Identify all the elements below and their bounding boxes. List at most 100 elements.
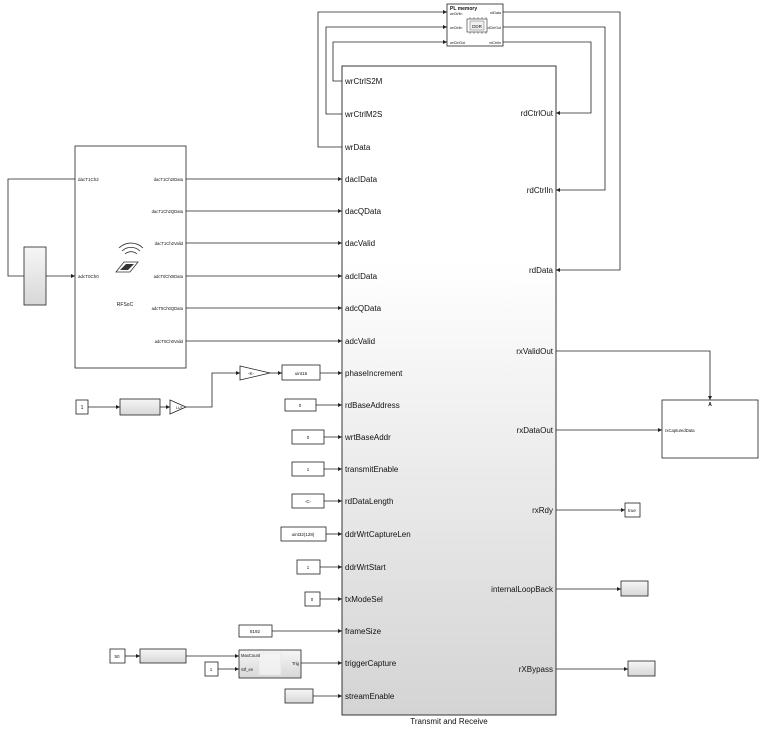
rfsoc-label: RFSoC — [117, 302, 134, 308]
phase-source-constant[interactable]: 1 — [75, 399, 89, 415]
capture-subsystem-block[interactable]: A rxCapturedData — [661, 399, 759, 459]
rfsoc-out-4: adcT0Ch0IData — [154, 274, 184, 279]
main-output-ports: rdCtrlOut rdCtrlIn rdData rxValidOut rxDataO… — [491, 109, 554, 674]
loopback-block[interactable] — [23, 246, 47, 306]
wire-pl-rdctrlout[interactable] — [503, 26, 606, 192]
wire-rxvalid[interactable] — [556, 350, 712, 400]
phase-accumulator-block[interactable] — [119, 398, 161, 416]
gain-block[interactable]: -K- — [239, 365, 271, 381]
wire-wrctrls2m[interactable] — [332, 40, 447, 82]
const-frame-size[interactable]: 8192 — [238, 624, 273, 638]
main-in-port-dacIData: dacIData — [345, 175, 378, 184]
svg-text:0: 0 — [307, 435, 310, 440]
main-in-port-phaseIncrement: phaseIncrement — [345, 369, 403, 378]
rfsoc-in-dac: dacT1Ch2 — [78, 177, 99, 182]
main-out-port-rdCtrlIn: rdCtrlIn — [527, 186, 553, 195]
rfsoc-in-adc: adcT0Ch0 — [78, 274, 99, 279]
rfsoc-out-1: dacT1Ch2IData — [154, 177, 184, 182]
svg-text:-C-: -C- — [305, 499, 312, 504]
main-in-port-frameSize: frameSize — [345, 627, 382, 636]
svg-text:LUT: LUT — [176, 406, 184, 410]
const-rd-data-length[interactable]: -C- — [291, 493, 325, 509]
main-in-port-triggerCapture: triggerCapture — [345, 659, 397, 668]
transmit-receive-block[interactable]: wrCtrlS2M wrCtrlM2S wrData dacIData dacQData… — [341, 65, 557, 726]
const-transmit-enable[interactable]: 1 — [291, 461, 325, 477]
wire-loop-dac[interactable] — [7, 178, 75, 277]
svg-text:A: A — [708, 402, 712, 408]
counter-cast-block[interactable] — [139, 648, 187, 664]
lut-block[interactable]: LUT — [169, 399, 187, 415]
rfsoc-out-2: dacT1Ch2QData — [152, 209, 184, 214]
main-out-port-rXBypass: rXBypass — [519, 665, 553, 674]
main-in-port-txModeSel: txModeSel — [345, 595, 383, 604]
const-ddr-wrt-capture-len[interactable]: uint32(128) — [280, 526, 327, 542]
data-type-convert-block[interactable]: uint16 — [281, 364, 321, 381]
wire-wrdata[interactable] — [317, 10, 447, 148]
const-rd-base-address[interactable]: 0 — [284, 398, 317, 412]
counter-source-constant[interactable]: 50 — [109, 648, 126, 664]
pl-memory-in2: wrCtrlIn — [450, 26, 462, 30]
main-out-port-rxDataOut: rxDataOut — [517, 426, 554, 435]
counter-enable-constant[interactable]: 1 — [204, 661, 219, 677]
rfsoc-out-5: adcT0Ch0QData — [152, 306, 184, 311]
trigger-counter-block[interactable]: MaxCount Stf_en Trig — [238, 649, 302, 679]
wire-pl-rddata[interactable] — [503, 11, 621, 272]
svg-text:0: 0 — [311, 597, 314, 602]
svg-text:MaxCount: MaxCount — [241, 653, 261, 658]
main-out-port-rxRdy: rxRdy — [532, 506, 553, 515]
main-in-port-ddrWrtCaptureLen: ddrWrtCaptureLen — [345, 530, 411, 539]
svg-text:Trig: Trig — [292, 661, 300, 666]
wire-wrctrlm2s[interactable] — [325, 25, 447, 115]
main-out-port-rdData: rdData — [529, 266, 554, 275]
main-in-port-rdBaseAddress: rdBaseAddress — [345, 401, 400, 410]
main-input-ports: wrCtrlS2M wrCtrlM2S wrData dacIData dacQData… — [344, 77, 411, 701]
svg-text:uint32(128): uint32(128) — [292, 532, 315, 537]
ddr-chip-label: DDR — [472, 24, 482, 29]
wireless-chip-icon — [115, 242, 144, 273]
main-in-port-wrtBaseAddr: wrtBaseAddr — [344, 433, 391, 442]
svg-text:0: 0 — [299, 403, 302, 408]
main-in-port-adcValid: adcValid — [345, 337, 375, 346]
main-out-port-rdCtrlOut: rdCtrlOut — [521, 109, 554, 118]
const-wrt-base-addr[interactable]: 0 — [291, 429, 325, 445]
pl-memory-out2: rdCtrlOut — [486, 26, 501, 30]
main-in-port-streamEnable: streamEnable — [345, 692, 395, 701]
signal-wires — [7, 10, 712, 698]
pl-memory-title: PL memory — [450, 6, 477, 12]
main-in-port-dacQData: dacQData — [345, 207, 382, 216]
rfsoc-out-3: dacT1Ch2Valid — [155, 241, 184, 246]
main-in-port-rdDataLength: rdDataLength — [345, 497, 393, 506]
main-in-port-wrData: wrData — [344, 143, 371, 152]
wire-pl-rdctrlin[interactable] — [503, 41, 592, 115]
main-in-port-adcIData: adcIData — [345, 272, 378, 281]
rx-bypass-sink[interactable] — [627, 660, 656, 677]
main-in-port-wrCtrlS2M: wrCtrlS2M — [344, 77, 383, 86]
pl-memory-in1: wrCtrlIn — [450, 12, 462, 16]
main-out-port-internalLoopBack: internalLoopBack — [491, 585, 554, 594]
main-out-port-rxValidOut: rxValidOut — [516, 347, 554, 356]
pl-memory-block[interactable]: PL memory wrCtrlIn wrCtrlIn wrCtrlOut rd… — [446, 3, 504, 47]
const-tx-mode-sel[interactable]: 0 — [304, 591, 321, 607]
svg-text:true: true — [628, 508, 636, 513]
main-block-title: Transmit and Receive — [410, 717, 488, 726]
svg-text:1: 1 — [81, 405, 84, 411]
svg-text:1: 1 — [307, 467, 310, 472]
rx-rdy-display[interactable]: true — [624, 502, 641, 518]
pl-memory-out1: rdData — [490, 11, 501, 15]
rfsoc-out-6: adcT0Ch0Valid — [155, 339, 184, 344]
main-in-port-ddrWrtStart: ddrWrtStart — [345, 563, 387, 572]
const-ddr-wrt-start[interactable]: 1 — [296, 559, 321, 575]
stream-enable-source[interactable] — [284, 688, 314, 704]
svg-text:50: 50 — [114, 654, 120, 659]
svg-text:-K-: -K- — [248, 371, 255, 376]
wire-lut-gain[interactable] — [186, 371, 240, 408]
main-in-port-adcQData: adcQData — [345, 304, 382, 313]
main-in-port-wrCtrlM2S: wrCtrlM2S — [344, 110, 382, 119]
ddr-chip-icon: DDR — [466, 17, 488, 34]
svg-text:Stf_en: Stf_en — [241, 667, 254, 672]
rfsoc-block[interactable]: dacT1Ch2 adcT0Ch0 dacT1Ch2IData dacT1Ch2… — [74, 145, 187, 369]
svg-text:1: 1 — [307, 565, 310, 570]
internal-loopback-sink[interactable] — [620, 580, 649, 597]
pl-memory-out3: rdCtrlIn — [489, 41, 501, 45]
